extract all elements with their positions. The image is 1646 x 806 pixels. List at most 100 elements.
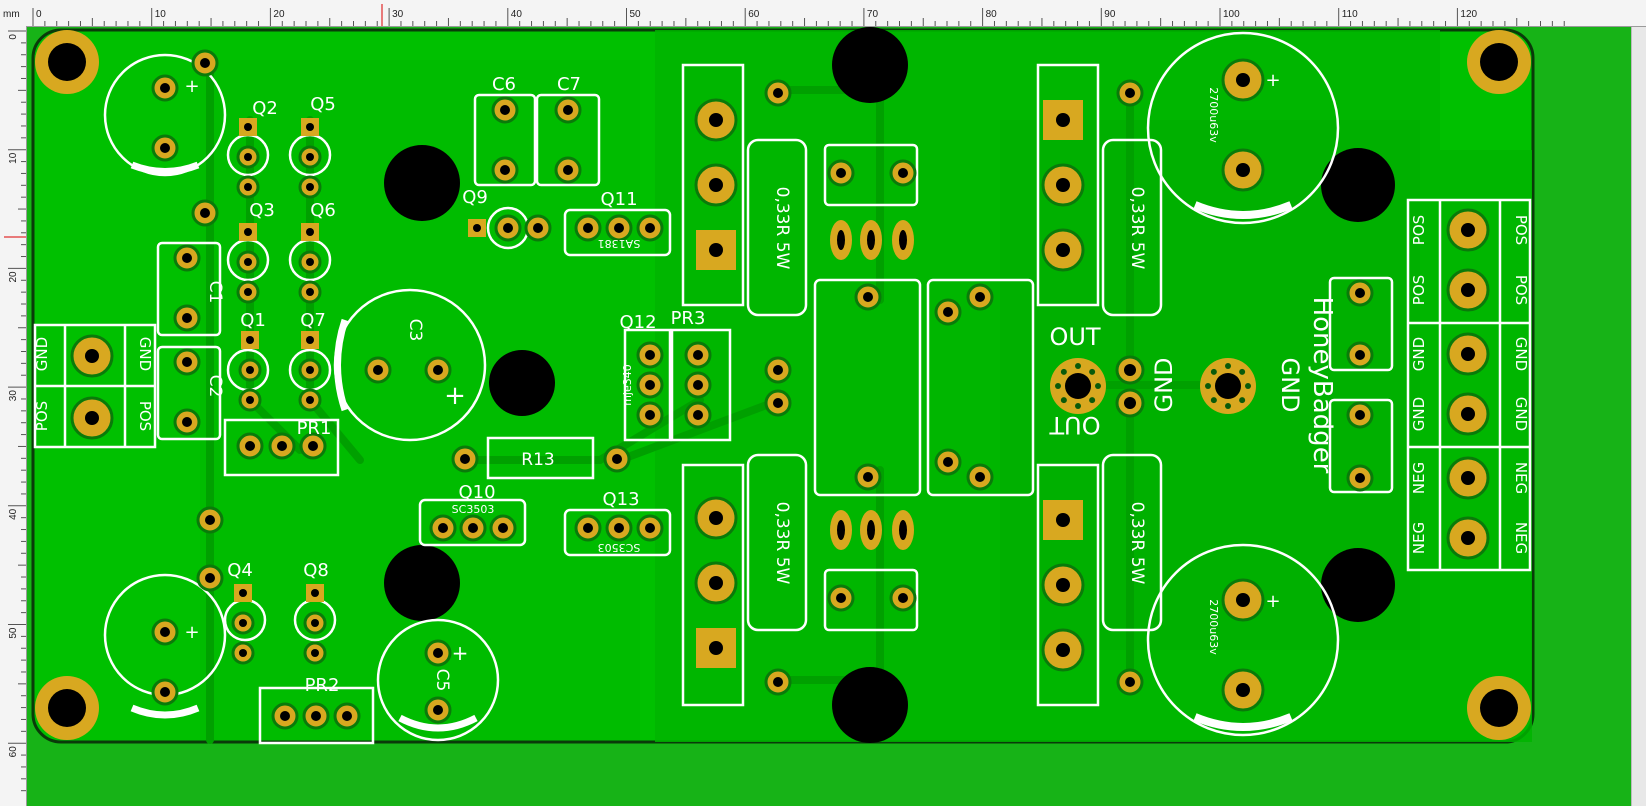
- label-out-bottom: OUT: [1049, 411, 1100, 439]
- pad-hole: [583, 523, 593, 533]
- label-c1: C1: [205, 281, 225, 304]
- plus-c-bottom-left: +: [184, 622, 199, 643]
- pads: [70, 49, 1490, 730]
- pad-hole: [709, 576, 723, 590]
- plus-c-top-left: +: [184, 76, 199, 97]
- heatsink-holes: [384, 27, 1395, 743]
- label-neg-b: NEG: [1512, 462, 1530, 494]
- label-neg-d: NEG: [1512, 522, 1530, 554]
- label-q8: Q8: [303, 560, 329, 581]
- pad-hole: [1461, 223, 1475, 237]
- pad-hole: [280, 711, 290, 721]
- label-cap-top: 2700u63v: [1207, 87, 1220, 143]
- plus-cap-top: +: [1265, 70, 1280, 91]
- label-res-4: 0,33R 5W: [1127, 502, 1147, 585]
- pad-hole: [693, 380, 703, 390]
- label-neg-a: NEG: [1410, 462, 1428, 494]
- pad-hole: [306, 123, 314, 131]
- pcb-canvas[interactable]: Q2 Q5 Q3 Q6 Q1 Q7 Q4 Q8 Q9 Q10 Q11 Q12 Q…: [27, 27, 1646, 806]
- pad-hole: [244, 153, 252, 161]
- pad-hole: [709, 511, 723, 525]
- pad-hole: [1125, 88, 1135, 98]
- pad-hole: [1461, 471, 1475, 485]
- pad-hole: [773, 398, 783, 408]
- pad-hole: [1056, 513, 1070, 527]
- board-name: HoneyBadger: [1307, 297, 1337, 474]
- label-c7: C7: [557, 74, 581, 95]
- label-res-3: 0,33R 5W: [1127, 187, 1147, 270]
- label-q13: Q13: [602, 489, 639, 510]
- pad-hole: [200, 58, 210, 68]
- label-cap-bottom: 2700u63v: [1207, 599, 1220, 655]
- pad-hole: [1056, 113, 1070, 127]
- pad-hole: [943, 307, 953, 317]
- pad-hole: [246, 396, 254, 404]
- label-pr3: PR3: [671, 308, 706, 329]
- pad-hole: [306, 228, 314, 236]
- pad-hole: [244, 183, 252, 191]
- pad-hole: [373, 365, 383, 375]
- pad-hole: [239, 619, 247, 627]
- label-q2: Q2: [252, 98, 278, 119]
- pad-hole: [645, 523, 655, 533]
- ruler-unit-label: mm: [3, 9, 20, 20]
- pcb-board[interactable]: Q2 Q5 Q3 Q6 Q1 Q7 Q4 Q8 Q9 Q10 Q11 Q12 Q…: [27, 27, 1646, 806]
- pad-hole: [1056, 643, 1070, 657]
- label-out-top: OUT: [1049, 323, 1100, 351]
- pad-hole: [1355, 288, 1365, 298]
- label-gnd-c: GND: [1410, 397, 1428, 431]
- pad-hole: [773, 365, 783, 375]
- label-q12: Q12: [619, 312, 656, 333]
- pad-hole: [160, 83, 170, 93]
- label-pos-d: POS: [1512, 275, 1530, 305]
- pad-hole: [503, 223, 513, 233]
- pad-hole: [563, 165, 573, 175]
- pad-hole: [500, 165, 510, 175]
- pad-hole: [898, 593, 908, 603]
- pad-hole: [85, 411, 99, 425]
- pad-hole: [473, 224, 481, 232]
- pad-hole: [311, 649, 319, 657]
- pad-hole: [1056, 243, 1070, 257]
- label-res-2: 0,33R 5W: [772, 502, 792, 585]
- label-gnd-2: GND: [1276, 357, 1304, 412]
- pad-hole: [244, 258, 252, 266]
- label-c3: C3: [405, 319, 425, 342]
- label-pos-c: POS: [1410, 275, 1428, 305]
- pad-hole: [160, 143, 170, 153]
- pad-hole: [709, 641, 723, 655]
- label-q3: Q3: [249, 200, 275, 221]
- label-q11: Q11: [600, 189, 637, 210]
- pad-hole: [773, 88, 783, 98]
- label-res-1: 0,33R 5W: [772, 187, 792, 270]
- label-c6: C6: [492, 74, 516, 95]
- label-pr2: PR2: [305, 675, 340, 696]
- left-ruler: [0, 26, 27, 806]
- label-sa1381: SA1381: [598, 237, 641, 250]
- pad-hole: [500, 105, 510, 115]
- pad-hole: [1236, 73, 1250, 87]
- pad-hole: [1236, 163, 1250, 177]
- pad-hole: [1355, 473, 1365, 483]
- pad-hole: [1124, 397, 1136, 409]
- pad-hole: [645, 350, 655, 360]
- pad-hole: [277, 441, 287, 451]
- pad-hole: [645, 410, 655, 420]
- pad-hole: [246, 366, 254, 374]
- pad-hole: [583, 223, 593, 233]
- pad-hole: [709, 113, 723, 127]
- pad-hole: [863, 292, 873, 302]
- pad-hole: [311, 619, 319, 627]
- pad-hole: [468, 523, 478, 533]
- pad-hole: [614, 523, 624, 533]
- label-left-gnd-b: GND: [136, 337, 154, 371]
- pad-hole: [612, 454, 622, 464]
- vertical-scrollbar[interactable]: [1631, 27, 1646, 806]
- label-sc3503-q10: SC3503: [452, 503, 495, 516]
- pad-hole: [943, 457, 953, 467]
- pad-hole: [693, 350, 703, 360]
- label-q5: Q5: [310, 94, 336, 115]
- pad-hole: [693, 410, 703, 420]
- pad-hole: [306, 288, 314, 296]
- pad-hole: [85, 349, 99, 363]
